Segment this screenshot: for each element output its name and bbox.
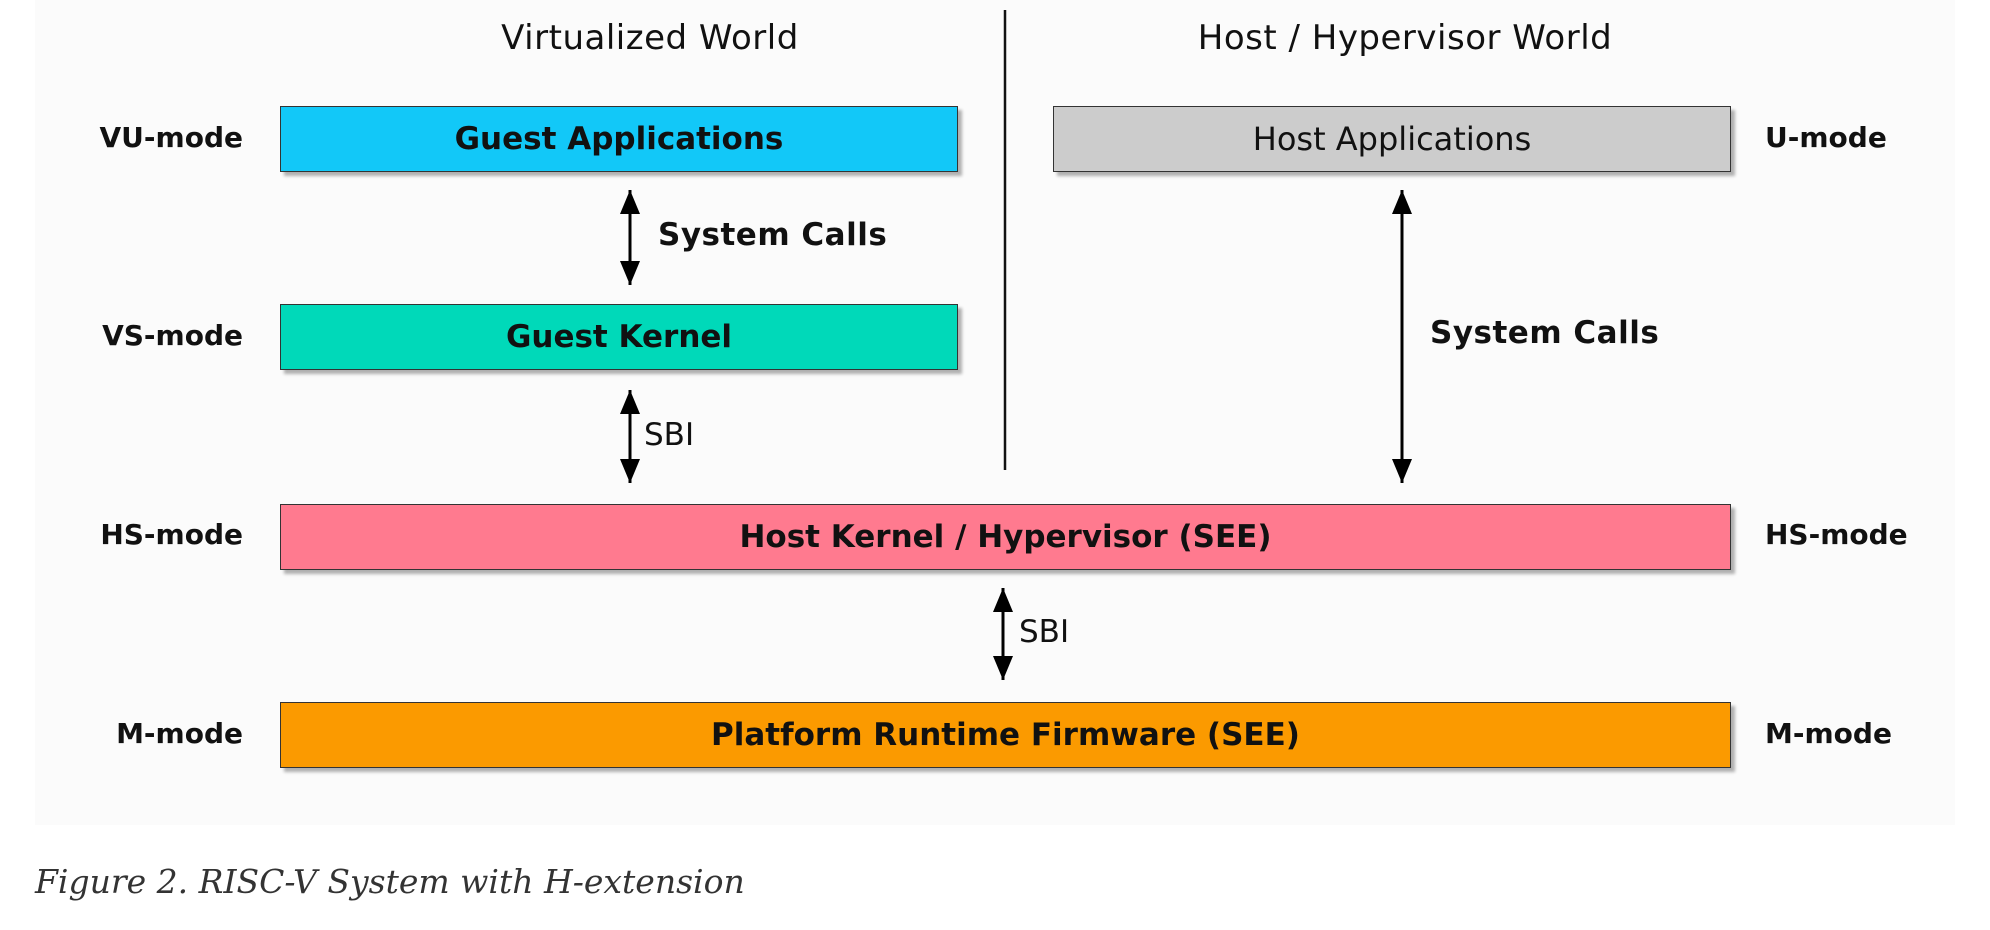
mode-label-m-right: M-mode <box>1765 717 1892 750</box>
figure-caption: Figure 2. RISC-V System with H-extension <box>35 862 745 901</box>
arrowhead-down-host-sbi <box>993 656 1013 680</box>
guest-sbi-label: SBI <box>644 417 695 453</box>
firmware-box: Platform Runtime Firmware (SEE) <box>280 702 1731 768</box>
arrowhead-up-host-sbi <box>993 588 1013 612</box>
mode-label-vs: VS-mode <box>102 319 243 352</box>
mode-label-hs-left: HS-mode <box>100 518 243 551</box>
arrowhead-up-host-syscalls <box>1392 190 1412 214</box>
host-world-title: Host / Hypervisor World <box>1197 18 1613 58</box>
arrowhead-down-host-syscalls <box>1392 459 1412 483</box>
arrowhead-up-guest-sbi <box>620 390 640 414</box>
guest-applications-box: Guest Applications <box>280 106 958 172</box>
host-applications-box: Host Applications <box>1053 106 1731 172</box>
guest-system-calls-label: System Calls <box>658 217 888 253</box>
virtualized-world-title: Virtualized World <box>501 18 799 58</box>
mode-label-hs-right: HS-mode <box>1765 518 1908 551</box>
mode-label-m-left: M-mode <box>116 717 243 750</box>
mode-label-u: U-mode <box>1765 121 1887 154</box>
hypervisor-box: Host Kernel / Hypervisor (SEE) <box>280 504 1731 570</box>
guest-kernel-box: Guest Kernel <box>280 304 958 370</box>
arrowhead-up-guest-syscalls <box>620 190 640 214</box>
host-sbi-label: SBI <box>1019 614 1070 650</box>
host-system-calls-label: System Calls <box>1430 315 1660 351</box>
mode-label-vu: VU-mode <box>99 121 243 154</box>
arrowhead-down-guest-sbi <box>620 459 640 483</box>
arrowhead-down-guest-syscalls <box>620 261 640 285</box>
